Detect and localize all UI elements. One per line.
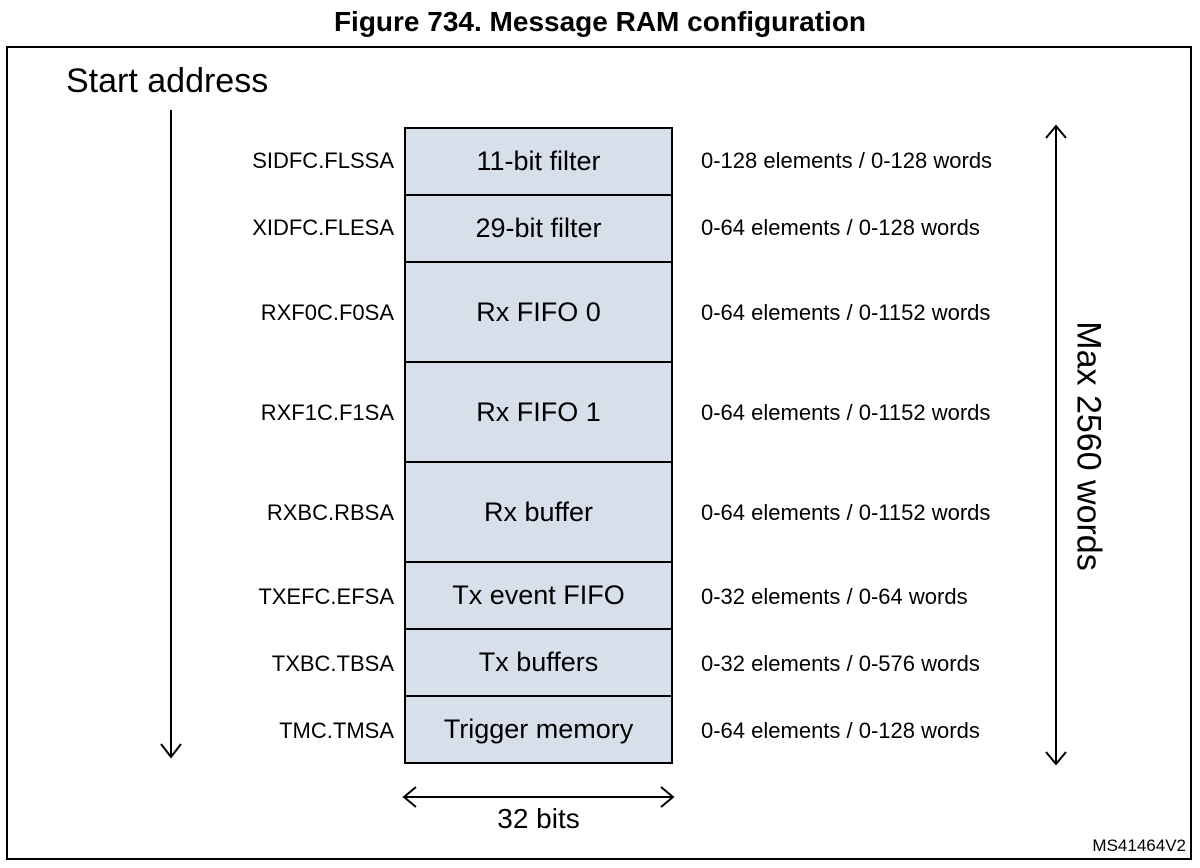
size-label: 0-32 elements / 0-576 words (701, 651, 980, 676)
figure-frame (6, 46, 1192, 860)
memory-block-11bit-filter: 11-bit filter (404, 127, 673, 196)
max-words-arrow (1045, 124, 1067, 766)
width-label: 32 bits (497, 803, 580, 834)
start-address-label: Start address (66, 62, 269, 100)
size-label: 0-32 elements / 0-64 words (701, 584, 968, 609)
size-label: 0-128 elements / 0-128 words (701, 148, 993, 173)
memory-block-tx-event-fifo: Tx event FIFO (404, 561, 673, 630)
address-label: RXBC.RBSA (266, 500, 394, 525)
memory-block-29bit-filter: 29-bit filter (404, 194, 673, 263)
memory-block-rx-buffer: Rx buffer (404, 461, 673, 563)
address-label: TMC.TMSA (279, 718, 394, 743)
memory-block-tx-buffers: Tx buffers (404, 628, 673, 697)
max-words-label: Max 2560 words (1069, 321, 1108, 571)
address-label: RXF1C.F1SA (260, 400, 394, 425)
address-label: TXEFC.EFSA (258, 584, 394, 609)
start-address-arrow (160, 110, 182, 759)
size-label: 0-64 elements / 0-1152 words (701, 400, 991, 425)
memory-block-rx-fifo-1: Rx FIFO 1 (404, 361, 673, 463)
size-label: 0-64 elements / 0-1152 words (701, 500, 991, 525)
width-arrow (402, 786, 675, 808)
address-label: SIDFC.FLSSA (252, 148, 394, 173)
memory-block-rx-fifo-0: Rx FIFO 0 (404, 261, 673, 363)
size-label: 0-64 elements / 0-128 words (701, 718, 980, 743)
reference-code: MS41464V2 (1092, 836, 1186, 855)
size-label: 0-64 elements / 0-128 words (701, 215, 980, 240)
address-label: TXBC.TBSA (271, 651, 394, 676)
memory-block-trigger-memory: Trigger memory (404, 695, 673, 764)
size-label: 0-64 elements / 0-1152 words (701, 300, 991, 325)
figure-title: Figure 734. Message RAM configuration (333, 6, 867, 37)
address-label: RXF0C.F0SA (260, 300, 394, 325)
address-label: XIDFC.FLESA (252, 215, 394, 240)
